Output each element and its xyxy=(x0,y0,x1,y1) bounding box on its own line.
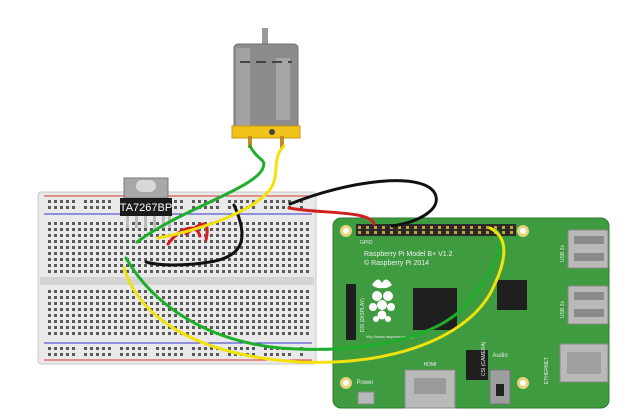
wire-black xyxy=(288,179,438,228)
camera-connector xyxy=(466,350,488,380)
wire-red xyxy=(166,226,202,246)
wire-red xyxy=(287,206,376,226)
gpio-header xyxy=(356,224,516,236)
usb-chip xyxy=(497,280,527,310)
raspberry-logo-icon xyxy=(369,279,395,322)
display-label: DSI (DISPLAY) xyxy=(360,298,366,332)
usb1-label: USB 2x xyxy=(560,245,566,262)
motor-driver-chip: TA7267BP xyxy=(120,177,172,228)
wires xyxy=(122,144,506,364)
audio-label: Audio xyxy=(492,353,508,359)
raspberry-pi-board: GPIO Raspberry Pi Model B+ V1.2 © Raspbe… xyxy=(332,217,610,409)
usb-port xyxy=(567,285,609,325)
mounting-hole-icon xyxy=(340,225,529,389)
pi-copyright-text: © Raspberry Pi 2014 xyxy=(364,259,429,267)
camera-label: CSI (CAMERA) xyxy=(481,341,487,376)
pi-url: http://www.raspberrypi.org xyxy=(366,334,412,339)
wire-black xyxy=(144,203,244,267)
wire-green xyxy=(124,228,502,351)
wire-green xyxy=(135,144,266,244)
pi-model-text: Raspberry Pi Model B+ V1.2 xyxy=(364,251,453,258)
power-port xyxy=(357,391,375,405)
gpio-pins xyxy=(358,226,513,234)
display-connector xyxy=(346,284,356,340)
gpio-label: GPIO xyxy=(360,240,373,246)
chip-label: TA7267BP xyxy=(120,202,172,214)
hdmi-label: HDMI xyxy=(424,362,437,368)
usb-port xyxy=(567,229,609,269)
usb2-label: USB 2x xyxy=(560,301,566,318)
power-label: Power xyxy=(356,380,373,386)
ethernet-label: ETHERNET xyxy=(544,357,550,384)
wire-yellow xyxy=(122,226,506,364)
dc-motor xyxy=(231,28,301,148)
soc-chip xyxy=(413,288,457,330)
wire-yellow xyxy=(156,144,286,240)
